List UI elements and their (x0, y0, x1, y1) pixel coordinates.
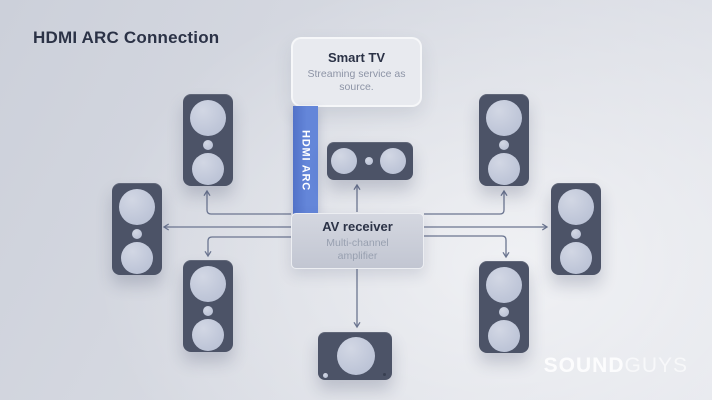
woofer-cone (558, 189, 594, 225)
tweeter-cone (203, 140, 213, 150)
tweeter-cone (365, 157, 373, 165)
smart-tv-node: Smart TV Streaming service as source. (291, 37, 422, 107)
subwoofer-icon (318, 332, 392, 380)
arrow-receiver-to-top-right-speaker (424, 189, 508, 215)
smart-tv-title: Smart TV (327, 49, 386, 65)
arrow-receiver-to-bottom-right-speaker (424, 235, 510, 259)
av-receiver-title: AV receiver (322, 218, 393, 234)
center-channel-speaker-icon (327, 142, 413, 180)
woofer-cone (486, 100, 522, 136)
woofer-cone (488, 153, 520, 185)
woofer-cone (190, 266, 226, 302)
av-receiver-node: AV receiver Multi-channel amplifier (291, 213, 424, 269)
tower-speaker-top-right-icon (479, 94, 529, 186)
tweeter-cone (571, 229, 581, 239)
woofer-cone (192, 153, 224, 185)
woofer-cone (560, 242, 592, 274)
smart-tv-subtitle: Streaming service as source. (307, 67, 406, 93)
woofer-cone (121, 242, 153, 274)
hdmi-arc-cable: HDMI ARC (293, 106, 318, 214)
tower-speaker-top-left-icon (183, 94, 233, 186)
tweeter-cone (499, 140, 509, 150)
logo-bold-part: SOUND (543, 354, 625, 377)
power-led (383, 373, 386, 376)
woofer-cone (192, 319, 224, 351)
bass-port (323, 373, 328, 378)
tweeter-cone (132, 229, 142, 239)
woofer-cone (119, 189, 155, 225)
logo-light-part: GUYS (624, 354, 688, 377)
tower-speaker-bottom-right-icon (479, 261, 529, 353)
woofer-cone (486, 267, 522, 303)
woofer-cone (488, 320, 520, 352)
page-title: HDMI ARC Connection (33, 28, 220, 47)
tweeter-cone (203, 306, 213, 316)
arrow-receiver-to-bottom-left-speaker (204, 236, 291, 258)
soundguys-logo: SOUNDGUYS (544, 354, 688, 378)
hdmi-arc-label: HDMI ARC (299, 129, 312, 191)
tweeter-cone (499, 307, 509, 317)
woofer-cone (380, 148, 406, 174)
woofer-cone (190, 100, 226, 136)
tower-speaker-right-icon (551, 183, 601, 275)
av-receiver-subtitle: Multi-channel amplifier (326, 236, 389, 262)
subwoofer-cone (337, 337, 375, 375)
tower-speaker-bottom-left-icon (183, 260, 233, 352)
woofer-cone (331, 148, 357, 174)
tower-speaker-left-icon (112, 183, 162, 275)
arrow-receiver-to-top-left-speaker (203, 189, 291, 215)
